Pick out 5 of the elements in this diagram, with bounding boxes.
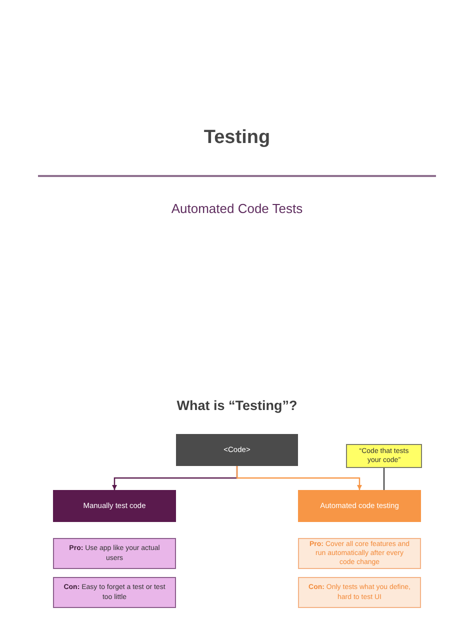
slide-title: Testing (202, 126, 272, 150)
connector-arrow (236, 466, 362, 490)
slide-subtitle: Automated Code Tests (170, 200, 304, 218)
slide-heading: What is “Testing”? (176, 397, 298, 415)
connector-line (383, 468, 385, 490)
